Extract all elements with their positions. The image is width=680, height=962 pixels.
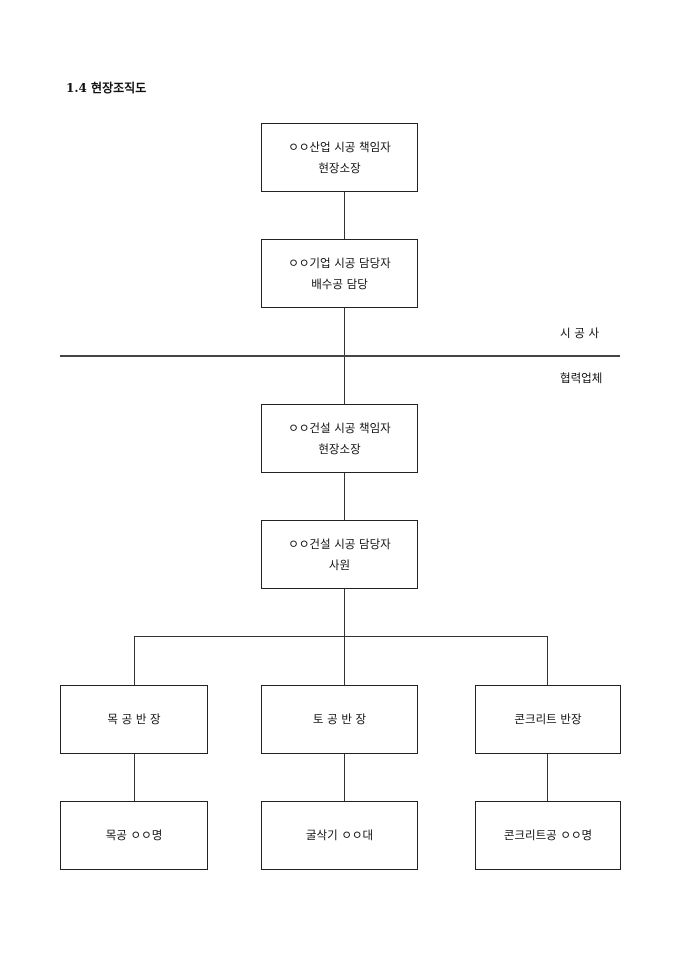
node-line: 배수공 담당 xyxy=(311,276,368,291)
org-node-concrete-crew: 콘크리트공 ㅇㅇ명 xyxy=(475,801,621,870)
node-label: 목공 ㅇㅇ명 xyxy=(105,828,163,842)
connector-lead-crew-2 xyxy=(344,753,345,801)
connector-branch-lead-1 xyxy=(134,636,135,685)
partner-label: 협력업체 xyxy=(560,371,603,385)
org-node-carpentry-crew: 목공 ㅇㅇ명 xyxy=(60,801,208,870)
section-title: 1.4 현장조직도 xyxy=(66,81,147,95)
node-line: ㅇㅇ건설 시공 책임자 xyxy=(288,420,391,435)
section-divider xyxy=(60,355,620,357)
node-label: 목 공 반 장 xyxy=(107,712,161,726)
node-label: 토 공 반 장 xyxy=(312,712,367,726)
connector-branch-lead-3 xyxy=(547,636,548,685)
connector-n3-n4 xyxy=(344,472,345,520)
node-line: ㅇㅇ산업 시공 책임자 xyxy=(288,139,391,154)
branch-line xyxy=(134,636,547,637)
node-line: 사원 xyxy=(328,557,351,572)
connector-lead-crew-3 xyxy=(547,753,548,801)
connector-n1-n2 xyxy=(344,191,345,239)
contractor-label: 시 공 사 xyxy=(560,326,600,340)
node-line: 현장소장 xyxy=(318,160,361,175)
node-label: 굴삭기 ㅇㅇ대 xyxy=(305,828,374,842)
org-node-excavator-crew: 굴삭기 ㅇㅇ대 xyxy=(261,801,418,870)
org-node-earthwork-lead: 토 공 반 장 xyxy=(261,685,418,754)
node-line: 현장소장 xyxy=(318,441,361,456)
node-line: ㅇㅇ기업 시공 담당자 xyxy=(288,255,391,270)
org-node-carpentry-lead: 목 공 반 장 xyxy=(60,685,208,754)
org-node-concrete-lead: 콘크리트 반장 xyxy=(475,685,621,754)
connector-lead-crew-1 xyxy=(134,753,135,801)
org-node-site-manager: ㅇㅇ산업 시공 책임자 현장소장 xyxy=(261,123,418,192)
node-label: 콘크리트공 ㅇㅇ명 xyxy=(503,828,593,842)
node-line: ㅇㅇ건설 시공 담당자 xyxy=(288,536,391,551)
org-node-drainage-manager: ㅇㅇ기업 시공 담당자 배수공 담당 xyxy=(261,239,418,308)
org-node-partner-staff: ㅇㅇ건설 시공 담당자 사원 xyxy=(261,520,418,589)
node-label: 콘크리트 반장 xyxy=(514,712,582,726)
connector-branch-lead-2 xyxy=(344,636,345,685)
connector-n4-branch xyxy=(344,588,345,636)
org-node-partner-site-manager: ㅇㅇ건설 시공 책임자 현장소장 xyxy=(261,404,418,473)
